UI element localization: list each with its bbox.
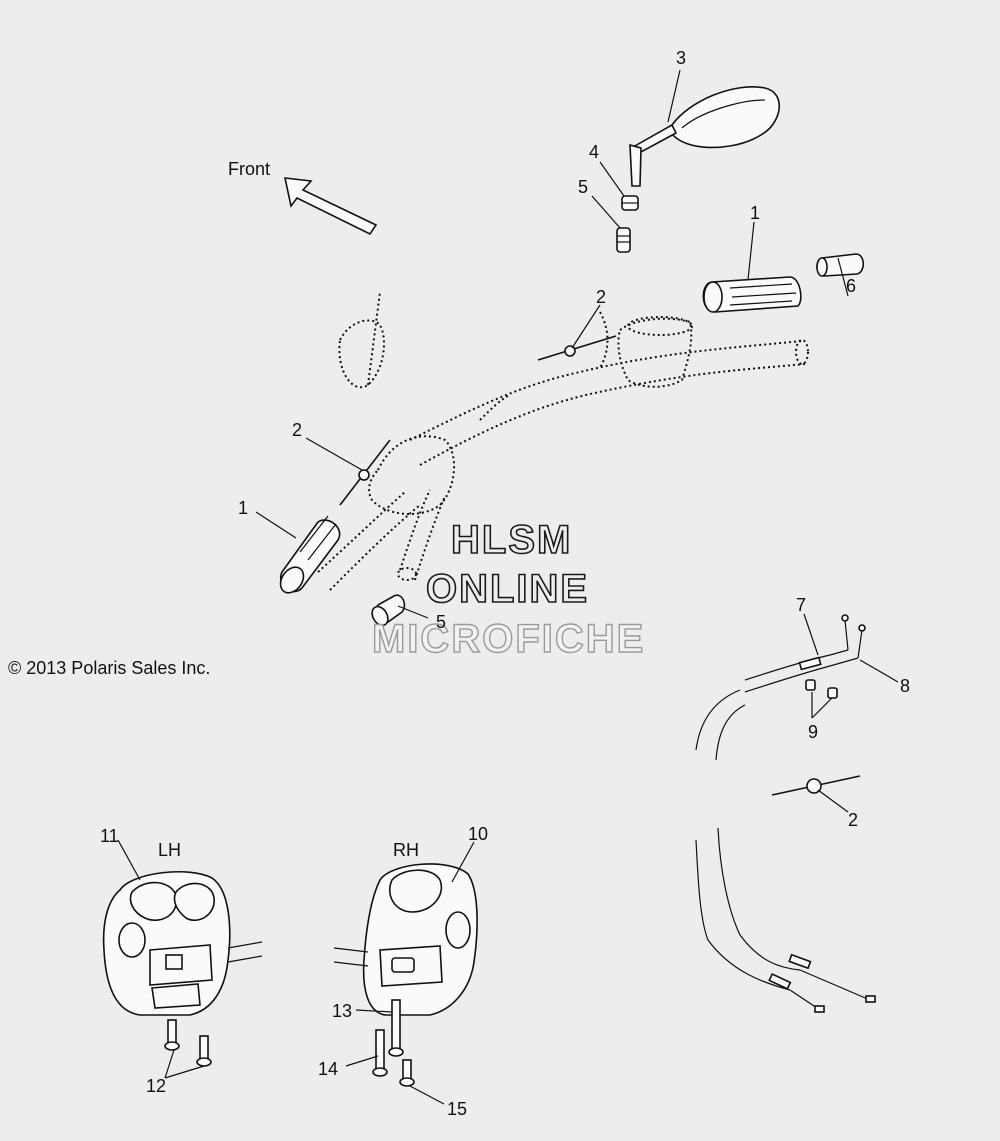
lh-switch-housing [102,870,263,1016]
watermark-line2: ONLINE [426,567,589,611]
handlebar [317,311,809,591]
copyright-text: © 2013 Polaris Sales Inc. [8,658,210,678]
callout-5-bottom: 5 [436,612,446,632]
callout-12: 12 [146,1076,166,1096]
mirror [629,86,780,187]
watermark-line3: MICROFICHE [372,617,645,661]
rh-label: RH [393,840,419,860]
cable-tie-left [339,439,391,506]
callout-3: 3 [676,48,686,68]
callout-11: 11 [100,826,119,846]
callout-9: 9 [808,722,818,742]
lh-label: LH [158,840,181,860]
left-mirror [338,291,385,389]
callout-2-top: 2 [596,287,606,307]
right-grip [702,276,802,313]
watermark: HLSM ONLINE MICROFICHE [371,517,645,662]
callout-13: 13 [332,1001,352,1021]
callout-1-left: 1 [238,498,248,518]
cable-adjusters [805,679,838,699]
screws-rh [372,999,415,1087]
callout-2-right: 2 [848,810,858,830]
front-label: Front [228,159,270,179]
leader-lines [117,69,899,1105]
callout-6: 6 [846,276,856,296]
cable-tie-top [537,335,617,361]
screws-lh [164,1019,212,1067]
left-grip [279,515,341,594]
mirror-nut [621,195,639,211]
callout-2-left: 2 [292,420,302,440]
callout-5-top: 5 [578,177,588,197]
front-arrow: Front [228,159,378,236]
callout-14: 14 [318,1059,338,1079]
cable-tie-right [771,775,861,796]
callouts: 3 4 5 1 6 2 2 1 5 7 8 9 2 11 10 13 14 12… [100,48,910,1119]
throttle-cables [695,614,876,1013]
callout-1-right: 1 [750,203,760,223]
rh-switch-housing [333,863,478,1016]
callout-10: 10 [468,824,488,844]
callout-4: 4 [589,142,599,162]
watermark-line1: HLSM [451,518,572,562]
callout-8: 8 [900,676,910,696]
mirror-adapter [616,227,631,253]
callout-7: 7 [796,595,806,615]
left-bar-end [371,594,406,627]
callout-15: 15 [447,1099,467,1119]
